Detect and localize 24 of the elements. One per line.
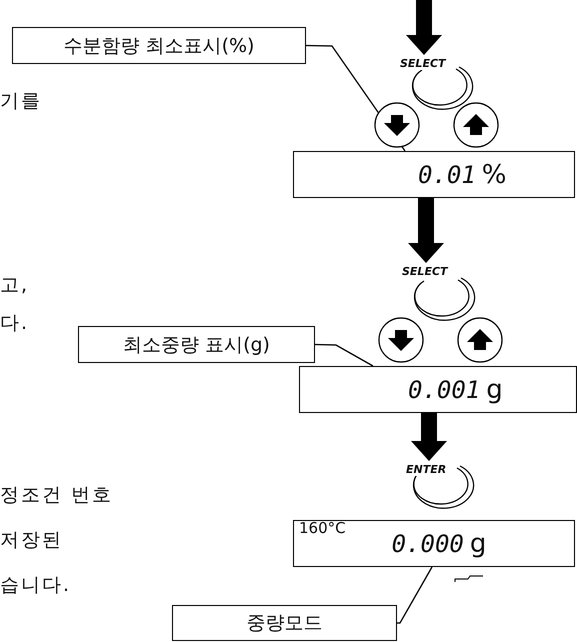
display-digits: 0.001 bbox=[408, 376, 480, 404]
callout-box: 최소중량 표시(g) bbox=[78, 326, 315, 363]
display-digits: 0.000 bbox=[392, 530, 464, 558]
text-fragment: 정조건 번호 bbox=[0, 483, 114, 508]
temperature-reading: 160°C bbox=[299, 518, 346, 536]
callout-box: 수분함량 최소표시(%) bbox=[12, 27, 306, 64]
text-fragment: 고, bbox=[0, 273, 30, 298]
leader-line bbox=[314, 344, 374, 367]
text-fragment: 기를 bbox=[0, 89, 42, 114]
display-digits: 0.01 bbox=[418, 160, 476, 188]
key-label: SELECT bbox=[400, 57, 448, 70]
unit-label: g bbox=[470, 528, 486, 558]
unit-label: % bbox=[482, 160, 507, 190]
flow-arrow bbox=[406, 0, 442, 55]
key-label: SELECT bbox=[402, 265, 450, 278]
text-fragment: 저장된 bbox=[0, 528, 63, 553]
leader-line bbox=[397, 566, 433, 624]
text-fragment: 습니다. bbox=[0, 573, 72, 598]
unit-label: g bbox=[486, 374, 503, 404]
display-panel bbox=[299, 366, 577, 413]
display-panel bbox=[293, 151, 575, 198]
callout-box: 중량모드 bbox=[172, 605, 397, 641]
display-panel bbox=[293, 520, 575, 567]
text-fragment: 다. bbox=[0, 311, 30, 336]
